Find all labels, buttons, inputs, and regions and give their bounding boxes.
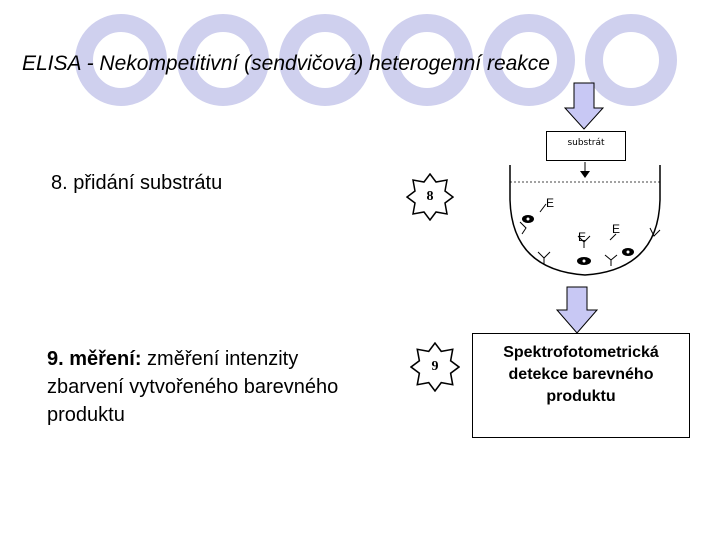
step-9-badge-number: 9 <box>431 359 439 374</box>
step-8-badge: 8 <box>406 173 454 221</box>
enzyme-label: E <box>612 222 621 236</box>
step-8-text: 8. přidání substrátu <box>51 172 223 194</box>
enzyme-label: E <box>578 230 587 244</box>
step-9-description: změření intenzity zbarvení vytvořeného b… <box>47 348 339 426</box>
deco-circle <box>75 14 167 106</box>
substrate-label: substrát <box>546 131 626 161</box>
down-arrow-icon <box>564 82 604 130</box>
deco-circle <box>585 14 677 106</box>
elisa-well-diagram <box>509 162 661 276</box>
deco-circle <box>279 14 371 106</box>
step-8-badge-number: 8 <box>426 189 434 204</box>
deco-circle <box>381 14 473 106</box>
step-9-badge: 9 <box>410 342 460 392</box>
star-badge-icon <box>410 342 460 392</box>
deco-circle <box>177 14 269 106</box>
decorative-circles <box>75 14 677 106</box>
deco-circle <box>483 14 575 106</box>
step-9-text: 9. měření: změření intenzity zbarvení vy… <box>47 345 377 429</box>
enzyme-label: E <box>546 196 555 210</box>
page-title: ELISA - Nekompetitivní (sendvičová) hete… <box>22 52 550 75</box>
result-box: Spektrofotometrická detekce barevného pr… <box>472 333 690 438</box>
step-9-heading: 9. měření: <box>47 348 142 370</box>
down-arrow-icon <box>556 286 598 334</box>
star-badge-icon <box>406 173 454 221</box>
